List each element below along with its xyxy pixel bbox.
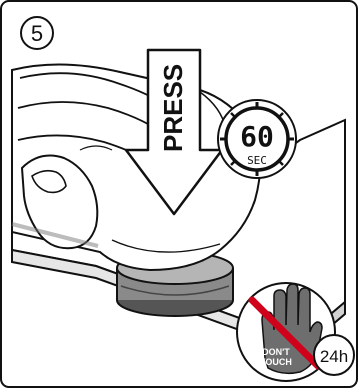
duration-text: 24h [320,347,348,366]
timer-value: 60 [240,120,274,153]
hand-illustration [12,64,260,270]
step-badge: 5 [21,17,53,49]
duration-badge: 24h [314,335,354,375]
warning-line2: TOUCH [260,357,292,367]
press-label: PRESS [158,64,188,152]
warning-line1: DON'T [262,347,290,357]
timer-badge: 60 SEC [218,100,296,178]
step-number: 5 [31,21,43,46]
timer-unit: SEC [247,154,267,167]
